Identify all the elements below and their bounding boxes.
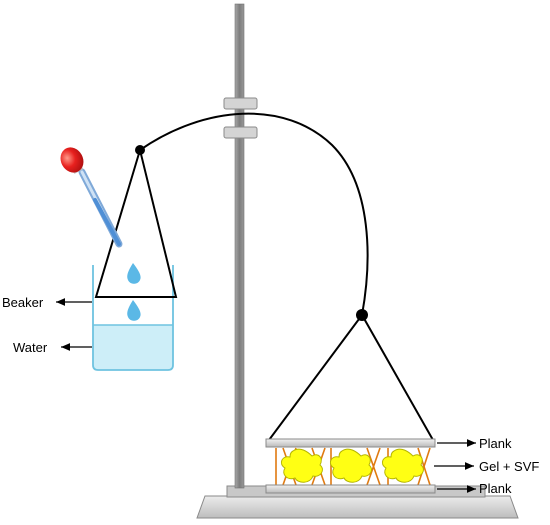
gel-svf-label: Gel + SVF — [479, 459, 539, 474]
right-hanger-triangle — [267, 313, 435, 441]
left-pivot-dot — [135, 145, 145, 155]
gel-blob-icon — [280, 448, 323, 483]
plank-top-label: Plank — [479, 436, 512, 451]
left-hanger-triangle — [94, 146, 178, 298]
beaker — [92, 265, 174, 371]
water-label: Water — [13, 340, 48, 355]
plank-bottom-label: Plank — [479, 481, 512, 496]
bottom-plank — [265, 484, 436, 494]
water-drop-icon — [127, 300, 141, 321]
suspension-cable — [139, 112, 369, 316]
gel-blob-icon — [329, 448, 372, 483]
water-drop-icon — [127, 263, 141, 284]
stand-pole — [234, 3, 245, 489]
pipette-icon — [60, 147, 123, 248]
top-plank — [265, 438, 436, 448]
gel-blob-icon — [381, 448, 424, 483]
beaker-label: Beaker — [2, 295, 44, 310]
clamp — [223, 97, 258, 139]
right-pivot-dot — [356, 309, 368, 321]
